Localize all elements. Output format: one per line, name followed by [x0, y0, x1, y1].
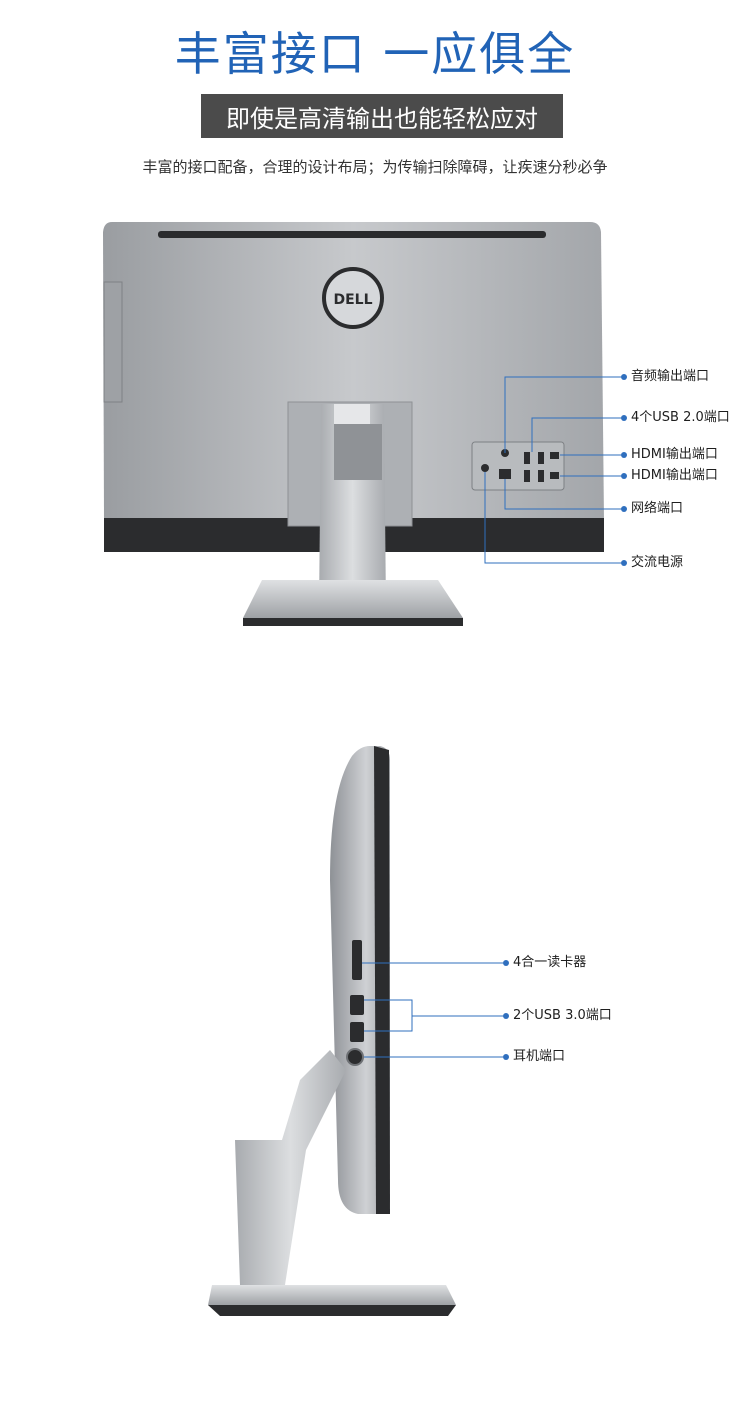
subtitle-text: 即使是高清输出也能轻松应对 — [226, 104, 538, 133]
callout-usb2: 4个USB 2.0端口 — [631, 410, 730, 425]
callout-card-reader: 4合一读卡器 — [513, 955, 587, 970]
back-callout-lines — [484, 376, 621, 564]
tagline: 丰富的接口配备，合理的设计布局；为传输扫除障碍，让疾速分秒必争 — [142, 158, 608, 176]
page-title: 丰富接口 一应俱全 — [174, 27, 576, 81]
callout-hdmi-out-2: HDMI输出端口 — [631, 468, 718, 483]
callout-audio-out: 音频输出端口 — [631, 369, 710, 384]
callout-network: 网络端口 — [631, 501, 684, 516]
subtitle-banner: 即使是高清输出也能轻松应对 — [201, 94, 563, 138]
callout-hdmi-out-1: HDMI输出端口 — [631, 447, 718, 462]
callout-headphone: 耳机端口 — [513, 1049, 566, 1064]
logo-text: DELL — [333, 292, 372, 308]
dell-logo-icon — [322, 267, 384, 329]
callout-usb3: 2个USB 3.0端口 — [513, 1008, 612, 1023]
side-view-monitor — [208, 746, 456, 1316]
back-view-monitor: DELL — [103, 222, 604, 626]
side-callout-lines — [362, 962, 503, 1058]
callout-ac-power: 交流电源 — [631, 555, 684, 570]
